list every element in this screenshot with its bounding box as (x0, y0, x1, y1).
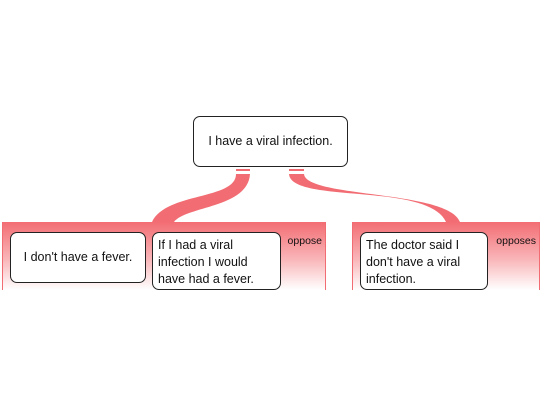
connector-objection-1 (152, 174, 250, 222)
premise-node-fever-conditional[interactable]: If I had a viral infection I would have … (152, 232, 281, 290)
objection-label-1: oppose (287, 235, 322, 247)
connector-objection-2 (289, 174, 460, 222)
premise-text: I don't have a fever. (23, 250, 133, 264)
premise-text: The doctor said I don't have a viral inf… (366, 238, 461, 286)
claim-node[interactable]: I have a viral infection. (193, 116, 348, 167)
premise-text: If I had a viral infection I would have … (158, 238, 254, 286)
premise-node-no-fever[interactable]: I don't have a fever. (10, 232, 146, 283)
claim-text: I have a viral infection. (208, 134, 333, 148)
objection-label-2: opposes (496, 235, 536, 247)
premise-node-doctor-said[interactable]: The doctor said I don't have a viral inf… (360, 232, 488, 290)
